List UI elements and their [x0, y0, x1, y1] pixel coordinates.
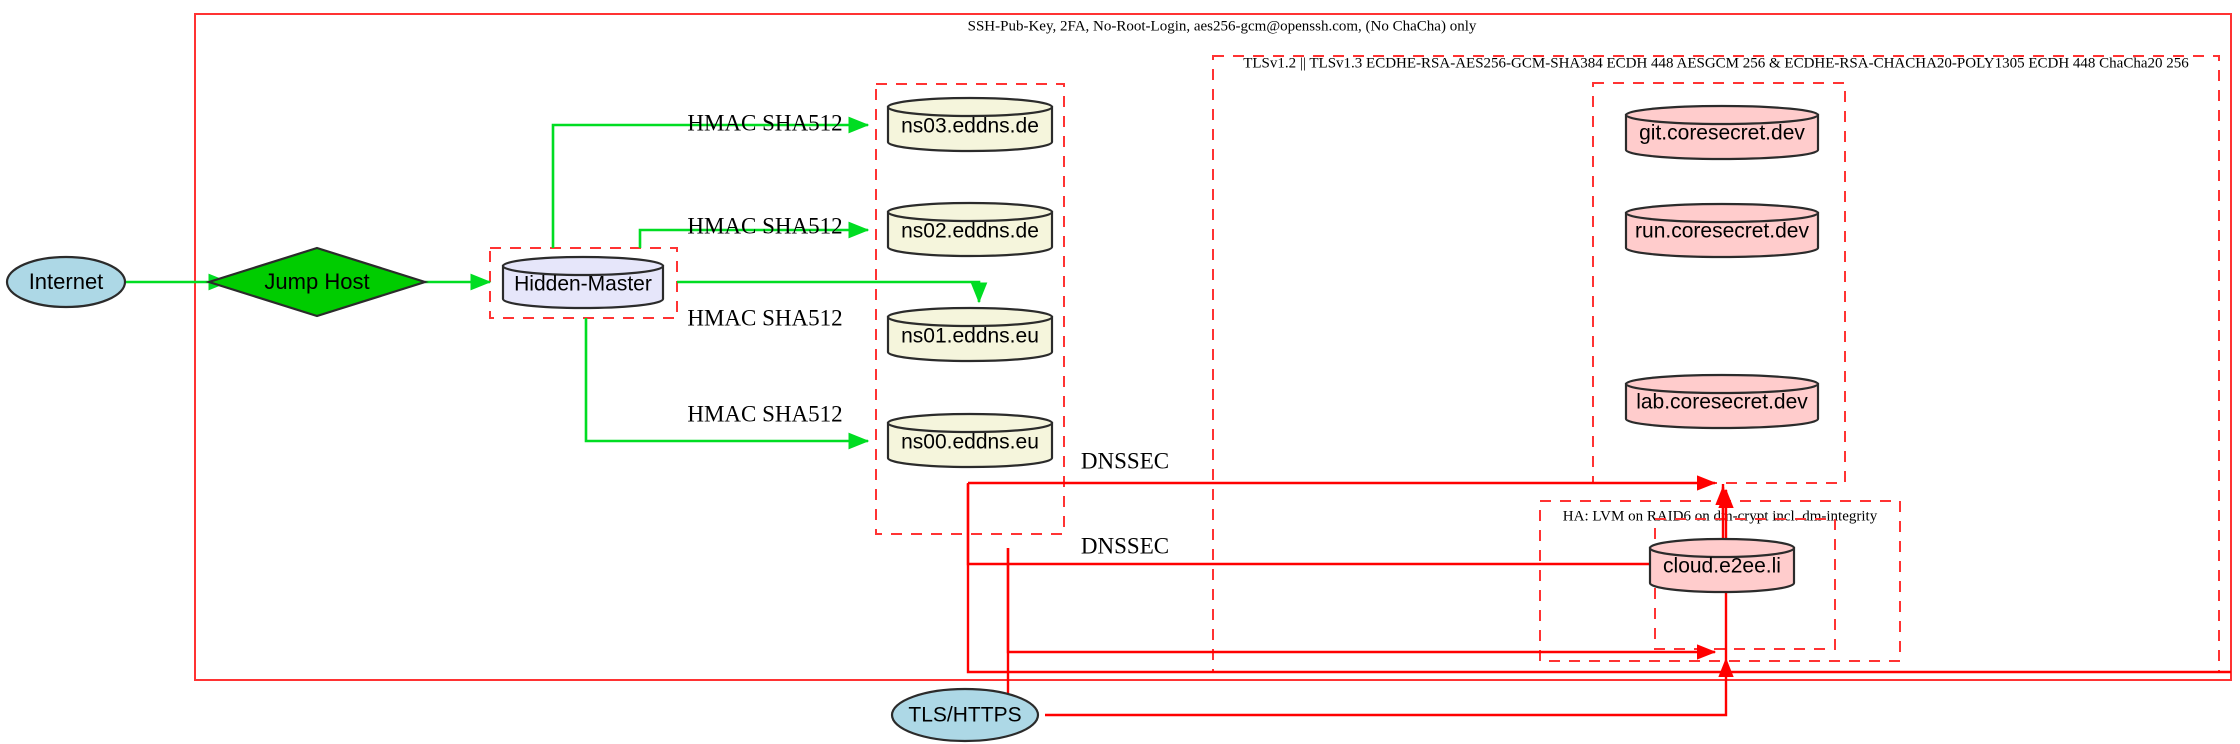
node-hidden-master[interactable]: Hidden-Master [501, 255, 665, 310]
node-git-body[interactable] [1624, 113, 1820, 161]
cluster-cloud [1654, 518, 1836, 650]
edge-hm-to-ns03 [551, 116, 870, 248]
node-git[interactable]: git.coresecret.dev [1624, 104, 1820, 161]
node-ns00[interactable]: ns00.eddns.eu [886, 412, 1054, 469]
node-ns03-label: ns03.eddns.de [901, 115, 1039, 138]
node-run-top [1624, 202, 1820, 224]
edge-hm-to-ns01 [677, 280, 988, 304]
cluster-ssh: SSH-Pub-Key, 2FA, No-Root-Login, aes256-… [194, 13, 2232, 681]
node-run-label: run.coresecret.dev [1635, 220, 1809, 243]
edge-label-hmac-ns02: HMAC SHA512 [687, 213, 842, 238]
cluster-coresecret-border [1592, 82, 1846, 484]
edge-label-hmac-ns01: HMAC SHA512 [687, 305, 842, 330]
edge-hm-to-ns02 [638, 221, 870, 248]
node-lab-top [1624, 373, 1820, 395]
node-cloud-body[interactable] [1648, 546, 1796, 594]
node-cloud-top [1648, 537, 1796, 559]
node-git-label: git.coresecret.dev [1639, 122, 1805, 145]
edge-tls-to-cloud [1045, 657, 1734, 717]
node-jumphost[interactable]: Jump Host [205, 246, 429, 318]
node-hidden-master-top [501, 255, 665, 277]
cluster-ssh-border [194, 13, 2232, 681]
node-ns01[interactable]: ns01.eddns.eu [886, 306, 1054, 363]
node-hidden-master-body[interactable] [501, 264, 665, 310]
node-ns00-body[interactable] [886, 421, 1054, 469]
node-cloud[interactable]: cloud.e2ee.li [1648, 537, 1796, 594]
node-ns02-top [886, 201, 1054, 223]
node-ns03[interactable]: ns03.eddns.de [886, 96, 1054, 153]
node-cloud-label: cloud.e2ee.li [1663, 555, 1781, 578]
node-tls-https[interactable]: TLS/HTTPS [890, 687, 1040, 743]
edge-label-dnssec-upper: DNSSEC [1081, 448, 1169, 473]
node-ns02-body[interactable] [886, 210, 1054, 258]
cluster-cloud-border [1654, 518, 1836, 650]
edge-label-dnssec-lower: DNSSEC [1081, 533, 1169, 558]
edge-label-hmac-ns03: HMAC SHA512 [687, 110, 842, 135]
node-ns00-label: ns00.eddns.eu [901, 431, 1039, 454]
cluster-dns [875, 83, 1065, 535]
cluster-dns-border [875, 83, 1065, 535]
node-ns02-label: ns02.eddns.de [901, 220, 1039, 243]
node-lab[interactable]: lab.coresecret.dev [1624, 373, 1820, 430]
node-run[interactable]: run.coresecret.dev [1624, 202, 1820, 259]
node-internet-shape[interactable] [5, 255, 127, 309]
edge-tls-outer-return [966, 483, 2231, 674]
edge-hm-to-ns00 [584, 318, 870, 450]
node-lab-body[interactable] [1624, 382, 1820, 430]
node-internet[interactable]: Internet [5, 255, 127, 309]
cluster-coresecret [1592, 82, 1846, 484]
node-ns03-top [886, 96, 1054, 118]
node-ns02[interactable]: ns02.eddns.de [886, 201, 1054, 258]
node-hidden-master-label: Hidden-Master [514, 273, 652, 296]
node-ns01-body[interactable] [886, 315, 1054, 363]
node-jumphost-label: Jump Host [264, 269, 369, 294]
node-tls-https-label: TLS/HTTPS [908, 704, 1021, 727]
node-git-top [1624, 104, 1820, 126]
node-ns00-top [886, 412, 1054, 434]
cluster-tls-label: TLSv1.2 || TLSv1.3 ECDHE-RSA-AES256-GCM-… [1243, 55, 2189, 71]
node-ns03-body[interactable] [886, 105, 1054, 153]
cluster-ssh-label: SSH-Pub-Key, 2FA, No-Root-Login, aes256-… [968, 18, 1477, 34]
node-ns01-top [886, 306, 1054, 328]
node-lab-label: lab.coresecret.dev [1636, 391, 1808, 414]
node-jumphost-shape[interactable] [205, 246, 429, 318]
node-internet-label: Internet [29, 269, 104, 294]
node-tls-https-shape[interactable] [890, 687, 1040, 743]
edge-label-hmac-ns00: HMAC SHA512 [687, 401, 842, 426]
node-ns01-label: ns01.eddns.eu [901, 325, 1039, 348]
node-run-body[interactable] [1624, 211, 1820, 259]
cluster-ha-label: HA: LVM on RAID6 on dm-crypt incl. dm-in… [1563, 508, 1878, 524]
